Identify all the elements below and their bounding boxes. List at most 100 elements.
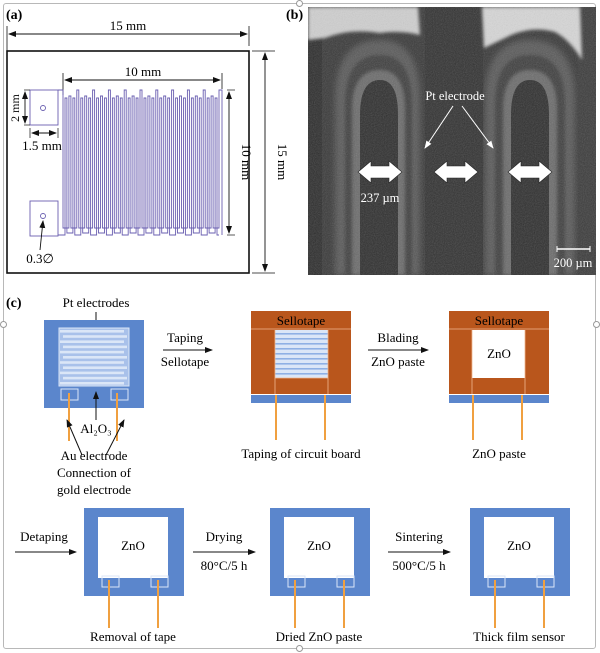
arrow-blading-above: Blading: [377, 330, 419, 345]
arrow-sintering-above: Sintering: [395, 529, 443, 544]
zno-film: [284, 517, 354, 578]
step-3-caption: ZnO paste: [472, 446, 526, 461]
step-2-taped-board: Sellotape Taping of circuit board: [241, 311, 361, 461]
electrode-stripe: [275, 363, 328, 365]
hole-callout-arrow: [39, 220, 46, 251]
zno-paste-area: [472, 330, 525, 378]
arrow-detaping-above: Detaping: [20, 529, 68, 544]
top-pad-hole-icon: [40, 105, 46, 111]
gap-arrow-3: [507, 160, 553, 184]
interdigitated-electrodes: [58, 327, 130, 387]
process-arrow-detaping: Detaping: [15, 529, 77, 555]
step-1-bare-substrate: Pt electrodes Al₂O₃ Au electrode Connect…: [44, 295, 144, 497]
pt-electrode-arrow-right: [461, 105, 494, 149]
panel-a-label: (a): [6, 8, 23, 23]
top-contact-pad: [29, 89, 59, 126]
panel-c: (c) Pt electrodes Al₂O₃ Au electrode Con…: [6, 295, 570, 644]
panel-b-label: (b): [286, 8, 303, 23]
inner-width-dimension-label: 10 mm: [125, 64, 161, 79]
sellotape-label: Sellotape: [475, 313, 524, 328]
zno-film: [484, 517, 554, 578]
connection-label: Connection of: [57, 465, 132, 480]
electrode-stripe: [275, 343, 328, 345]
electrode-finger: [60, 371, 124, 375]
panel-a: (a) 15 mm 15 mm 10 mm 2 mm 1.5 mm 10 mm: [6, 8, 290, 274]
step-5-dried-paste: ZnO Dried ZnO paste: [270, 508, 370, 644]
gap-arrow-1: [357, 160, 403, 184]
electrode-finger: [63, 366, 127, 369]
zno-label: ZnO: [307, 538, 331, 553]
al2o3-label: Al₂O₃: [80, 421, 111, 436]
electrode-stripe: [275, 358, 328, 360]
arrow-sintering-below: 500°C/5 h: [392, 558, 446, 573]
sellotape-label: Sellotape: [277, 313, 326, 328]
electrode-stripes: [275, 333, 328, 375]
right-au-pad: [110, 388, 129, 401]
gold-electrode-label: gold electrode: [57, 482, 131, 497]
electrode-stripe: [275, 338, 328, 340]
process-arrow-taping: Taping Sellotape: [161, 330, 213, 369]
meander-trace-inner: [58, 97, 219, 236]
exposed-substrate-strip: [449, 395, 549, 403]
electrode-stripe: [275, 353, 328, 355]
step-3-zno-bladed: Sellotape ZnO ZnO paste: [449, 311, 549, 461]
arrow-drying-above: Drying: [206, 529, 243, 544]
bottom-contact-pad: [29, 200, 59, 237]
pad-width-dimension-label: 1.5 mm: [22, 138, 62, 153]
pt-electrode-arrow-left: [424, 105, 454, 149]
resize-handle-top[interactable]: [296, 0, 303, 7]
zno-label: ZnO: [487, 346, 511, 361]
electrode-finger: [60, 340, 124, 343]
step6-caption: Thick film sensor: [473, 629, 565, 644]
step5-caption: Dried ZnO paste: [276, 629, 363, 644]
left-au-pad: [287, 575, 306, 588]
zno-label: ZnO: [507, 538, 531, 553]
arrow-taping-above: Taping: [167, 330, 203, 345]
gap-arrow-2: [433, 160, 479, 184]
zno-label: ZnO: [121, 538, 145, 553]
arrow-drying-below: 80°C/5 h: [201, 558, 248, 573]
hole-diameter-label: 0.3∅: [26, 251, 54, 266]
arrow-blading-below: ZnO paste: [371, 354, 425, 369]
pad-height-dimension-label: 2 mm: [8, 94, 22, 122]
electrode-finger: [60, 330, 124, 333]
electrode-stripe: [275, 348, 328, 350]
process-arrow-drying: Drying 80°C/5 h: [193, 529, 256, 573]
electrode-finger: [60, 361, 124, 364]
left-au-pad: [101, 575, 120, 588]
process-arrow-blading: Blading ZnO paste: [368, 330, 429, 369]
left-au-pad: [487, 575, 506, 588]
step-2-caption: Taping of circuit board: [241, 446, 361, 461]
height-dimension-label: 15 mm: [275, 144, 290, 180]
au-electrode-label: Au electrode: [61, 448, 128, 463]
pt-electrodes-label: Pt electrodes: [63, 295, 130, 310]
right-au-pad: [536, 575, 555, 588]
electrode-stripe: [275, 333, 328, 335]
arrow-taping-below: Sellotape: [161, 354, 210, 369]
electrode-stripe: [275, 373, 328, 375]
au-electrode-arrow-left: [66, 419, 83, 456]
panel-b: (b) Pt electrode: [286, 7, 596, 275]
process-arrow-sintering: Sintering 500°C/5 h: [388, 529, 451, 573]
width-dimension-label: 15 mm: [110, 18, 146, 33]
resize-handle-bottom[interactable]: [296, 645, 303, 652]
pt-electrode-label: Pt electrode: [425, 89, 485, 103]
electrode-finger: [60, 382, 124, 385]
bottom-pad-hole-icon: [40, 213, 46, 219]
panel-c-label: (c): [6, 296, 22, 311]
electrode-finger: [63, 356, 127, 359]
meander-electrode: [58, 89, 223, 236]
exposed-substrate-strip: [251, 395, 351, 403]
step4-caption: Removal of tape: [90, 629, 176, 644]
step-6-thick-film-sensor: ZnO Thick film sensor: [470, 508, 570, 644]
right-au-pad: [336, 575, 355, 588]
zno-film: [98, 517, 168, 578]
electrode-stripe: [275, 368, 328, 370]
electrode-finger: [63, 345, 127, 349]
resize-handle-left[interactable]: [0, 321, 7, 328]
electrode-finger: [63, 335, 127, 338]
meander-trace-outer: [58, 89, 223, 235]
scale-bar-label: 200 µm: [554, 256, 593, 270]
step-4-tape-removed: ZnO Removal of tape: [84, 508, 184, 644]
